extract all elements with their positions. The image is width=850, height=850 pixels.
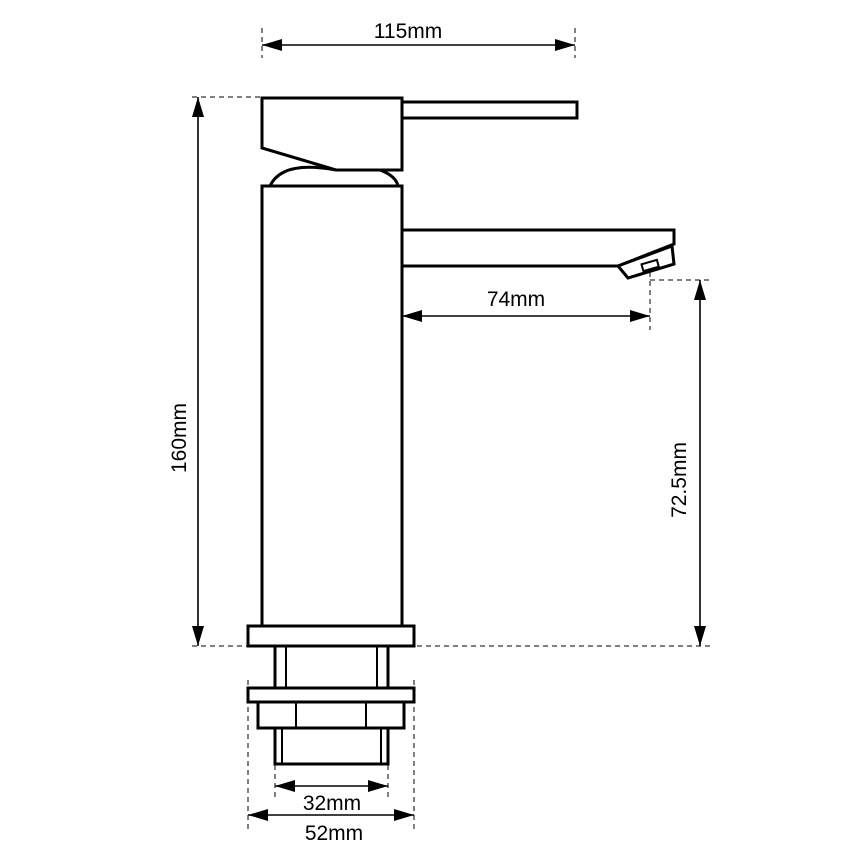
dimension-spout-height: 72.5mm [668, 280, 706, 646]
spout-height-label: 72.5mm [668, 442, 691, 518]
spout-reach-label: 74mm [487, 288, 545, 311]
dimension-spout-reach: 74mm [402, 288, 650, 322]
lever-handle [400, 100, 579, 120]
dimension-nut-diameter: 52mm [248, 809, 414, 845]
dimension-overall-width: 115mm [262, 20, 575, 51]
mounting-shank [273, 644, 390, 690]
aerator-slot [640, 258, 661, 273]
faucet-drawing [246, 96, 676, 766]
thread-diameter-label: 32mm [303, 792, 361, 815]
handle-block [260, 96, 404, 172]
overall-width-label: 115mm [374, 20, 442, 43]
base-ring [246, 624, 416, 648]
dimension-thread-diameter: 32mm [275, 780, 388, 815]
handle-collar [267, 165, 400, 188]
dimension-overall-height: 160mm [168, 97, 204, 646]
overall-height-label: 160mm [168, 403, 191, 473]
washer [246, 686, 416, 704]
extension-lines [192, 28, 712, 830]
nut-diameter-label: 52mm [305, 822, 363, 845]
threaded-tail [273, 726, 390, 766]
faucet-body [260, 184, 404, 628]
mounting-nut [256, 700, 406, 730]
